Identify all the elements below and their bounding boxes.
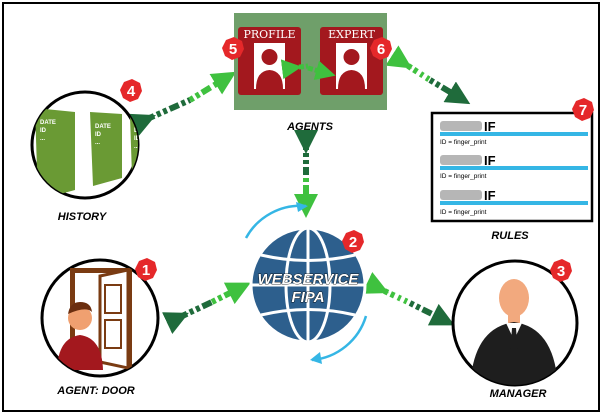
agent-door-node: AGENT: DOOR: [40, 258, 160, 397]
badge-6: 6: [370, 37, 392, 60]
history-label: HISTORY: [58, 211, 108, 223]
svg-text:IF: IF: [484, 153, 496, 168]
badge-7: 7: [572, 98, 594, 121]
svg-text:DATE: DATE: [134, 128, 150, 134]
svg-text:1: 1: [142, 262, 150, 279]
agent-door-label: AGENT: DOOR: [56, 385, 134, 397]
svg-text:5: 5: [229, 41, 237, 58]
agents-label: AGENTS: [286, 121, 334, 133]
arrow-door-webservice: [162, 282, 251, 334]
history-node: DATE ID ... DATE ID ... DATE ID ... HIST…: [30, 90, 150, 223]
svg-text:IF: IF: [484, 188, 496, 203]
arrow-webservice-manager: [362, 272, 455, 326]
rules-node: IF ID = finger_print IF ID = finger_prin…: [430, 111, 594, 242]
history-card: DATE ID ...: [90, 112, 122, 186]
svg-text:ID: ID: [95, 132, 102, 138]
expert-label: EXPERT: [328, 28, 375, 41]
badge-5: 5: [222, 37, 244, 60]
fipa-label: FIPA: [291, 289, 324, 306]
svg-text:ID = finger_print: ID = finger_print: [440, 209, 487, 216]
svg-text:DATE: DATE: [95, 124, 111, 130]
svg-text:IF: IF: [484, 119, 496, 134]
rule-item: IF ID = finger_print: [440, 119, 588, 146]
profile-card: PROFILE: [238, 27, 301, 95]
svg-text:DATE: DATE: [40, 120, 56, 126]
badge-3: 3: [550, 259, 572, 282]
rules-label: RULES: [491, 230, 529, 242]
svg-text:6: 6: [377, 41, 385, 58]
badge-4: 4: [120, 79, 142, 102]
person-icon: [57, 302, 103, 370]
rule-item: IF ID = finger_print: [440, 153, 588, 180]
profile-person-icon: [254, 43, 285, 89]
expert-person-icon: [336, 43, 367, 89]
history-card: DATE ID ...: [130, 116, 150, 176]
manager-node: MANAGER: [451, 259, 579, 400]
svg-text:...: ...: [95, 140, 100, 146]
webservice-label: WEBSERVICE: [258, 271, 360, 288]
history-card: DATE ID ...: [35, 108, 75, 198]
profile-label: PROFILE: [243, 28, 295, 41]
arrow-history-agents: [129, 71, 237, 136]
svg-text:3: 3: [557, 263, 565, 280]
svg-text:ID: ID: [40, 128, 47, 134]
svg-text:ID = finger_print: ID = finger_print: [440, 139, 487, 146]
badge-2: 2: [342, 230, 364, 253]
rule-item: IF ID = finger_print: [440, 188, 588, 216]
agents-node: PROFILE EXPERT AGENTS: [234, 13, 387, 133]
badge-1: 1: [135, 258, 157, 281]
svg-text:ID: ID: [134, 136, 141, 142]
svg-text:...: ...: [40, 136, 45, 142]
svg-text:ID = finger_print: ID = finger_print: [440, 173, 487, 180]
svg-text:4: 4: [127, 83, 136, 100]
expert-card: EXPERT: [320, 27, 383, 95]
svg-text:...: ...: [134, 144, 139, 150]
arrow-agents-rules: [385, 45, 471, 105]
manager-label: MANAGER: [490, 388, 547, 400]
svg-text:2: 2: [349, 234, 357, 251]
svg-text:7: 7: [579, 102, 587, 119]
manager-person-icon: [470, 279, 558, 385]
webservice-node: WEBSERVICE FIPA: [244, 202, 368, 364]
arrow-profile-expert: [280, 59, 336, 80]
globe-icon: [249, 226, 367, 344]
